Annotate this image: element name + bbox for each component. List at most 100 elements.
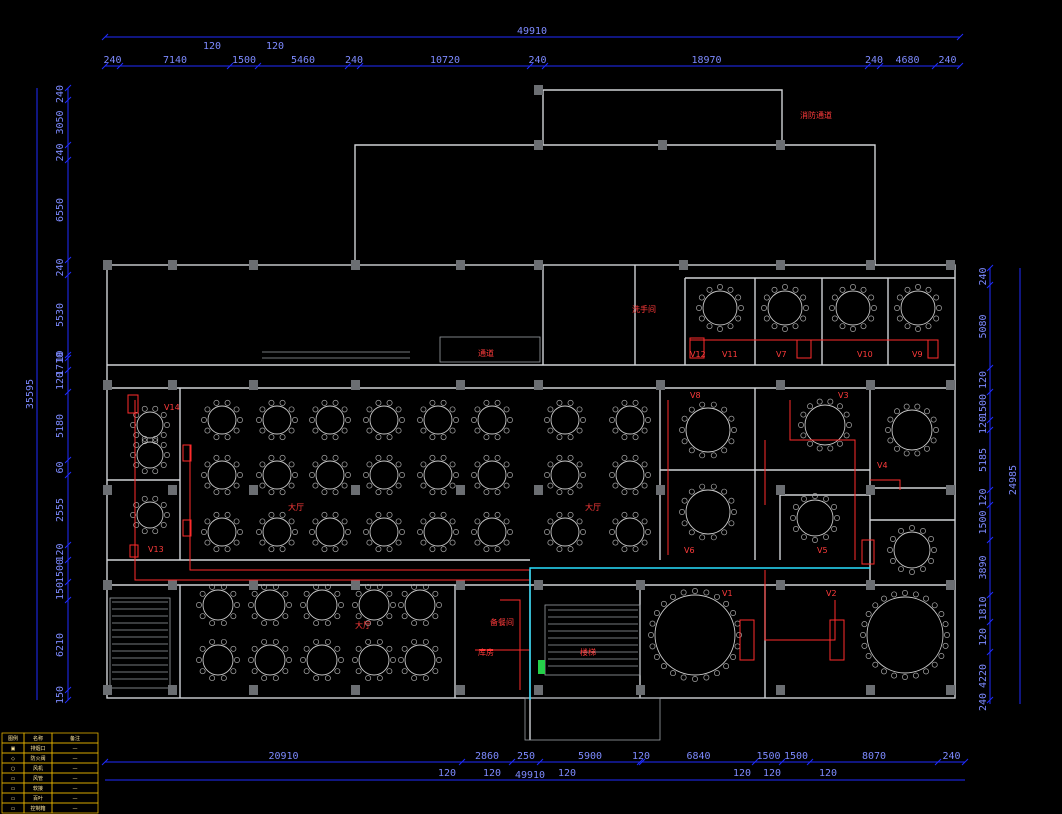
dim-right-value: 240	[978, 693, 989, 711]
room-label-top: 消防通道	[800, 110, 832, 120]
dim-bottom-value: 5900	[578, 751, 602, 762]
side-table	[130, 435, 170, 475]
private-room-table	[829, 284, 877, 332]
dim-tick	[986, 536, 994, 544]
dim-right-value: 1500	[978, 394, 989, 418]
dim-left-value: 150	[55, 582, 66, 600]
dim-left-value: 5530	[55, 303, 66, 327]
dim-right-value: 120	[978, 628, 989, 646]
dim-left-value: 150	[55, 686, 66, 704]
exit-sign-icon	[538, 660, 545, 674]
side-table	[130, 405, 170, 445]
hall-table	[256, 399, 298, 441]
structural-column	[534, 580, 543, 590]
hall-table	[544, 399, 586, 441]
hall-table	[609, 454, 651, 496]
vip-table	[798, 398, 852, 452]
dim-top-value: 240	[528, 55, 546, 66]
structural-column	[168, 580, 177, 590]
valve-label: V4	[877, 461, 888, 470]
structural-column	[679, 260, 688, 270]
legend-text: ▣	[11, 746, 16, 752]
room-labels: 大厅 大厅 大厅 消防通道 洗手间 通道 备餐间 库房 楼梯	[288, 110, 832, 657]
vip-table	[887, 525, 937, 575]
legend-text: ▭	[11, 776, 16, 782]
valve-label: V9	[912, 350, 923, 359]
dim-tick	[536, 758, 544, 766]
legend-text: 风机	[33, 765, 43, 772]
legend-text: ▭	[11, 796, 16, 802]
dim-top-value: 240	[103, 55, 121, 66]
hall-table	[256, 511, 298, 553]
hall-table	[201, 511, 243, 553]
structural-column	[351, 485, 360, 495]
hall-table	[471, 454, 513, 496]
dim-top-value: 240	[345, 55, 363, 66]
lower-hall-table	[398, 638, 442, 682]
structural-column	[534, 485, 543, 495]
dim-tick	[986, 426, 994, 434]
structural-column	[866, 260, 875, 270]
hall-table	[609, 399, 651, 441]
dim-left-value: 6550	[55, 198, 66, 222]
dim-tick	[116, 62, 124, 70]
hall-table	[309, 399, 351, 441]
hall-table	[363, 511, 405, 553]
dim-tick	[64, 556, 72, 564]
structural-column	[658, 140, 667, 150]
dim-tick	[344, 62, 352, 70]
dim-top-value: 10720	[430, 55, 460, 66]
dim-right-value: 5080	[978, 314, 989, 338]
dim-tick	[64, 541, 72, 549]
structural-column	[866, 485, 875, 495]
dim-bottom-small: 120	[819, 768, 837, 779]
structural-column	[776, 485, 785, 495]
dim-tick	[64, 596, 72, 604]
left-dimension-chain: 3559524030502406550240553010171012051806…	[25, 84, 72, 704]
dim-right-value: 4220	[978, 664, 989, 688]
hall-table	[309, 454, 351, 496]
dim-tick	[64, 271, 72, 279]
legend-text: —	[73, 796, 78, 802]
hall-table	[363, 454, 405, 496]
structural-column	[351, 260, 360, 270]
structural-column	[103, 485, 112, 495]
lower-hall-table	[352, 583, 396, 627]
dim-tick	[356, 62, 364, 70]
dim-bottom-value: 240	[942, 751, 960, 762]
lower-hall-table	[300, 583, 344, 627]
hall-table	[309, 511, 351, 553]
dim-tick	[458, 758, 466, 766]
structural-column	[776, 140, 785, 150]
right-dimension-chain: 2498524050801201500120518512015003890181…	[978, 264, 1021, 711]
structural-column	[534, 380, 543, 390]
dim-top-value: 240	[938, 55, 956, 66]
dim-tick	[934, 758, 942, 766]
banquet-table	[648, 588, 742, 682]
structural-column	[249, 485, 258, 495]
legend-text: ▭	[11, 786, 16, 792]
structural-column	[946, 485, 955, 495]
valve-label: V10	[857, 350, 873, 359]
structural-column	[249, 260, 258, 270]
private-room-table	[761, 284, 809, 332]
dining-tables	[130, 284, 950, 682]
structural-column	[249, 380, 258, 390]
structural-column	[351, 685, 360, 695]
hall-table	[544, 511, 586, 553]
lower-hall-table	[196, 583, 240, 627]
dim-tick	[986, 501, 994, 509]
dim-tick	[64, 471, 72, 479]
valve-label: V6	[684, 546, 695, 555]
dim-tick	[64, 96, 72, 104]
structural-column	[776, 380, 785, 390]
structural-column	[351, 580, 360, 590]
private-room-table	[894, 284, 942, 332]
dim-tick	[64, 156, 72, 164]
room-label-stair: 楼梯	[580, 647, 596, 657]
legend-cell	[51, 802, 99, 814]
hall-table	[417, 511, 459, 553]
